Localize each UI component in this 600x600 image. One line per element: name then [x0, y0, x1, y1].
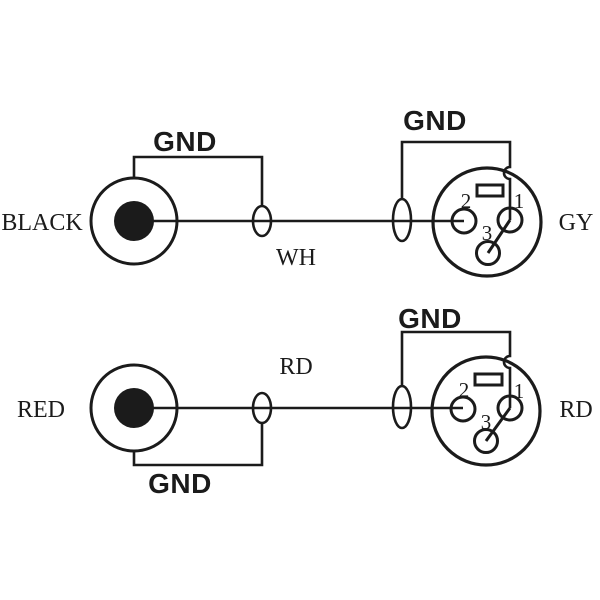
cable-node-oval-left [251, 391, 273, 425]
xlr-pin-3 [473, 428, 499, 454]
rca-color-label: RED [17, 397, 65, 423]
gnd-label-rca: GND [153, 126, 217, 157]
xlr-pin-2 [449, 395, 477, 423]
rca-connector-outline [89, 363, 179, 453]
channel-bottom: RED GND RD GND RD 2 1 3 [17, 303, 593, 499]
xlr-pin-3 [475, 240, 501, 266]
pin-3-number: 3 [481, 410, 492, 434]
rca-ground-bracket [132, 155, 264, 206]
wire-color-label: WH [276, 245, 316, 271]
xlr-pin-1 [496, 394, 524, 422]
xlr-color-label: RD [559, 397, 592, 423]
rca-center-pin [114, 201, 154, 241]
xlr-ground-bracket [400, 140, 512, 220]
pin-3-number: 3 [482, 221, 493, 245]
gnd-label-xlr: GND [403, 105, 467, 136]
pin-1-number: 1 [514, 189, 525, 213]
xlr-color-label: GY [559, 210, 594, 236]
pin1-pin3-jumper [486, 219, 512, 254]
pin-1-number: 1 [514, 379, 525, 403]
xlr-latch-slot [475, 183, 505, 198]
xlr-connector-outline [430, 355, 542, 467]
xlr-connector-outline [431, 166, 543, 278]
rca-center-pin [114, 388, 154, 428]
xlr-pin-2 [450, 207, 478, 235]
rca-connector-outline [89, 176, 179, 266]
xlr-ground-bracket [400, 330, 512, 408]
pin-2-number: 2 [461, 189, 472, 213]
rca-color-label: BLACK [1, 210, 83, 236]
gnd-label-rca: GND [148, 468, 212, 499]
xlr-pin-1 [496, 206, 524, 234]
pin1-pin3-jumper [484, 407, 512, 442]
channel-top: BLACK GND WH GND GY 2 1 3 [1, 105, 594, 278]
rca-ground-bracket [132, 423, 264, 467]
cable-node-oval-left [251, 204, 273, 238]
wire-color-label: RD [279, 354, 312, 380]
xlr-latch-slot [473, 372, 504, 387]
pin-2-number: 2 [459, 378, 470, 402]
gnd-label-xlr: GND [398, 303, 462, 334]
